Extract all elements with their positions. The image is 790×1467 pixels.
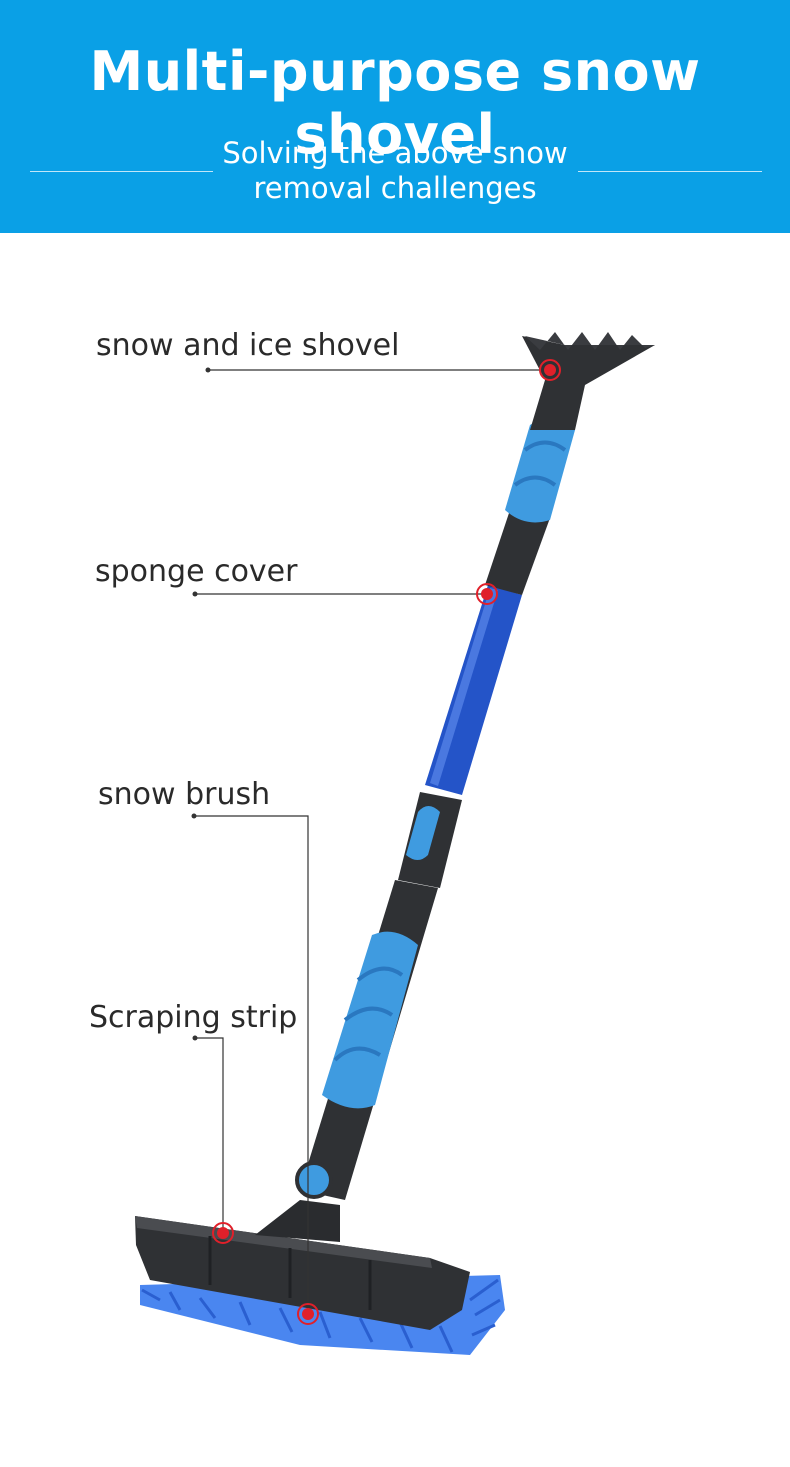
brush-head [135, 1200, 470, 1330]
extension-lock [398, 792, 462, 888]
upper-handle [485, 418, 575, 595]
lower-handle [295, 880, 438, 1200]
callout-leaders [194, 369, 550, 1314]
callout-label-shovel: snow and ice shovel [96, 328, 400, 363]
page-title: Multi-purpose snow shovel [89, 40, 701, 166]
subtitle-rule-left [30, 171, 213, 172]
callout-label-brush: snow brush [98, 777, 271, 812]
marker-sponge [476, 583, 498, 605]
subtitle-rule-right [578, 171, 762, 172]
callout-markers [212, 359, 561, 1325]
callout-label-sponge: sponge cover [95, 554, 298, 589]
callout-label-scraper: Scraping strip [89, 1000, 298, 1035]
marker-shovel [539, 359, 561, 381]
page-subtitle: Solving the above snow removal challenge… [222, 136, 568, 205]
ice-scraper-head [522, 332, 655, 430]
marker-scraper [212, 1222, 234, 1244]
snow-shovel-illustration [135, 332, 655, 1355]
callout-dots [191, 367, 211, 1041]
header-banner: Multi-purpose snow shovel Solving the ab… [0, 0, 790, 233]
marker-brush [297, 1303, 319, 1325]
telescopic-pole [425, 585, 522, 795]
